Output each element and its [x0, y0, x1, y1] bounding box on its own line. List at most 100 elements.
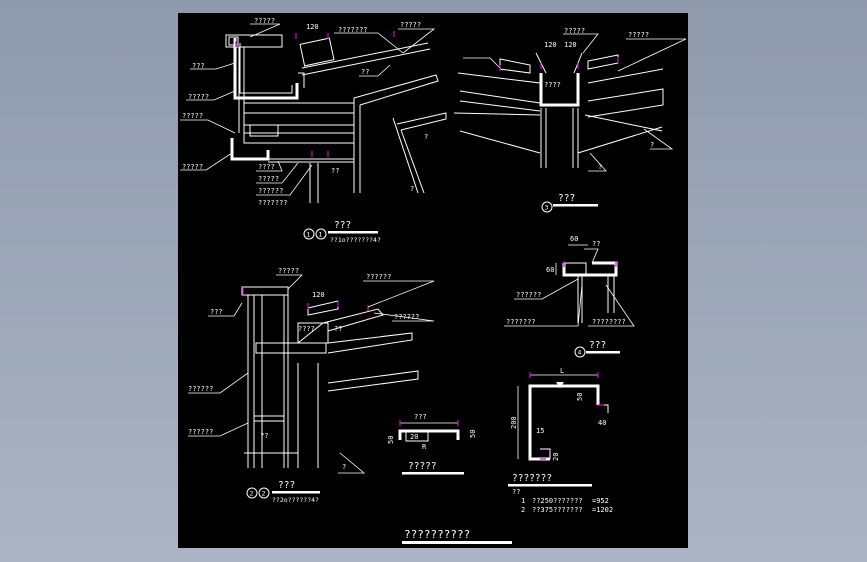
detail-1: ????? 120 ??????? ????? ??? ?? ????? ???…: [180, 17, 447, 244]
dimension-label: 20: [552, 453, 560, 461]
detail5-label: ???: [414, 413, 427, 421]
gutter-outline: [233, 38, 299, 100]
direction-arrow: [556, 382, 564, 388]
gutter-box: [297, 322, 329, 344]
cap-profile: [528, 384, 600, 461]
detail-number-circle: [246, 487, 258, 499]
leader: [256, 164, 313, 196]
panel-ridge: [299, 37, 335, 67]
detail-number-circle: [574, 346, 586, 358]
dimension-label: 200: [510, 416, 518, 429]
leader: [504, 284, 583, 327]
panel-ridge: [307, 300, 339, 316]
row-number: 1: [521, 497, 525, 505]
dimension-label: L: [560, 367, 564, 375]
beam-lower-l: [459, 130, 541, 154]
dimension-label: 120: [312, 291, 325, 299]
row-number: 2: [521, 506, 525, 514]
rafter-lower: [327, 370, 419, 392]
leader: [588, 284, 635, 327]
leader: [249, 23, 281, 38]
channel-profile: [398, 429, 460, 440]
detail-title: ???: [334, 220, 351, 231]
title-underline: [553, 204, 598, 207]
left-cover: [499, 58, 531, 74]
left-roof-line: [459, 100, 541, 112]
detail4-label: ??????: [516, 291, 541, 299]
table-row: 1 ??250??????? =952: [521, 497, 609, 505]
detail2-label: ??: [260, 432, 268, 440]
detail-number-circle: [258, 487, 270, 499]
detail-3: 120 120 ????? ????? ???? ? ? 3 ???: [453, 27, 687, 213]
cap-plate: [241, 286, 289, 296]
detail4-label: ????????: [592, 318, 626, 326]
dimension-label: 120: [544, 41, 557, 49]
right-roof-lower: [584, 114, 663, 132]
row-description: ??375???????: [532, 506, 583, 514]
detail-subtitle: ??2o??????4?: [272, 496, 319, 504]
detail3-label: ????: [544, 81, 561, 89]
detail-6: L 50 40 200 15 20 ??????? ?? 1 ??250????…: [508, 367, 613, 514]
detail1-label: ?????: [182, 112, 203, 120]
leader: [643, 128, 674, 150]
dimension-label: 15: [536, 427, 544, 435]
leader: [617, 38, 687, 72]
dimension-label: 120: [306, 23, 319, 31]
dimension-label: 20: [410, 433, 418, 441]
leader: [276, 274, 303, 290]
cad-drawing: ????? 120 ??????? ????? ??? ?? ????? ???…: [180, 17, 687, 544]
knee-line-2: [400, 129, 425, 194]
roof-end: [298, 72, 305, 88]
dimension-label: 120: [564, 41, 577, 49]
detail-number: 2: [250, 490, 254, 498]
leader: [256, 160, 283, 172]
detail1-label: ???????: [338, 26, 368, 34]
detail2-label: ????: [298, 325, 315, 333]
left-roof-panel: [457, 72, 541, 104]
beam-upper: [243, 102, 355, 126]
leader: [584, 248, 599, 264]
leader: [398, 28, 436, 54]
detail1-label: ????: [258, 163, 275, 171]
leader: [588, 152, 607, 172]
leader: [208, 302, 243, 317]
roof-top: [297, 308, 384, 344]
detail-title: ???????: [512, 473, 552, 484]
dimension-label: 60: [546, 266, 554, 274]
detail-title: ???: [558, 193, 575, 204]
lower-bracket: [249, 124, 279, 137]
detail1-label: ?: [410, 185, 414, 193]
roof-line-2: [301, 48, 431, 76]
detail2-label: ??: [334, 325, 342, 333]
beam-lower-r: [577, 126, 663, 154]
detail1-label: ?????: [258, 175, 279, 183]
leader: [373, 312, 435, 322]
detail-4: 60 ?? 60 ?????? ??????? ???????? 4 ???: [504, 235, 635, 358]
detail1-label: ??????: [258, 187, 283, 195]
detail-number-circle: [303, 228, 315, 240]
detail-number: 3: [545, 204, 549, 212]
leader: [188, 422, 249, 437]
detail-number: 1: [319, 231, 323, 239]
detail3-label: ?????: [628, 31, 649, 39]
leader: [334, 32, 404, 54]
dimension-label: 50: [576, 393, 584, 401]
row-description: ??250???????: [532, 497, 583, 505]
gutter-inner: [239, 43, 293, 94]
detail-number: 2: [262, 490, 266, 498]
bottom-lip: [540, 448, 551, 459]
flashing-box: [563, 262, 587, 276]
detail3-label: ?????: [564, 27, 585, 35]
beam-lower: [243, 132, 355, 144]
leader: [256, 162, 299, 184]
leader: [363, 280, 435, 308]
title-underline: [272, 491, 320, 494]
detail-5: ??? 50 20 50 R ?????: [387, 413, 477, 475]
detail3-label: ?: [598, 163, 602, 171]
detail1-label: ??: [361, 68, 369, 76]
detail-number-circle: [315, 228, 327, 240]
table-row: 2 ??375??????? =1202: [521, 506, 613, 514]
right-roof-panel: [587, 88, 664, 118]
detail1-label: ???: [192, 62, 205, 70]
right-roof-top: [587, 68, 664, 84]
